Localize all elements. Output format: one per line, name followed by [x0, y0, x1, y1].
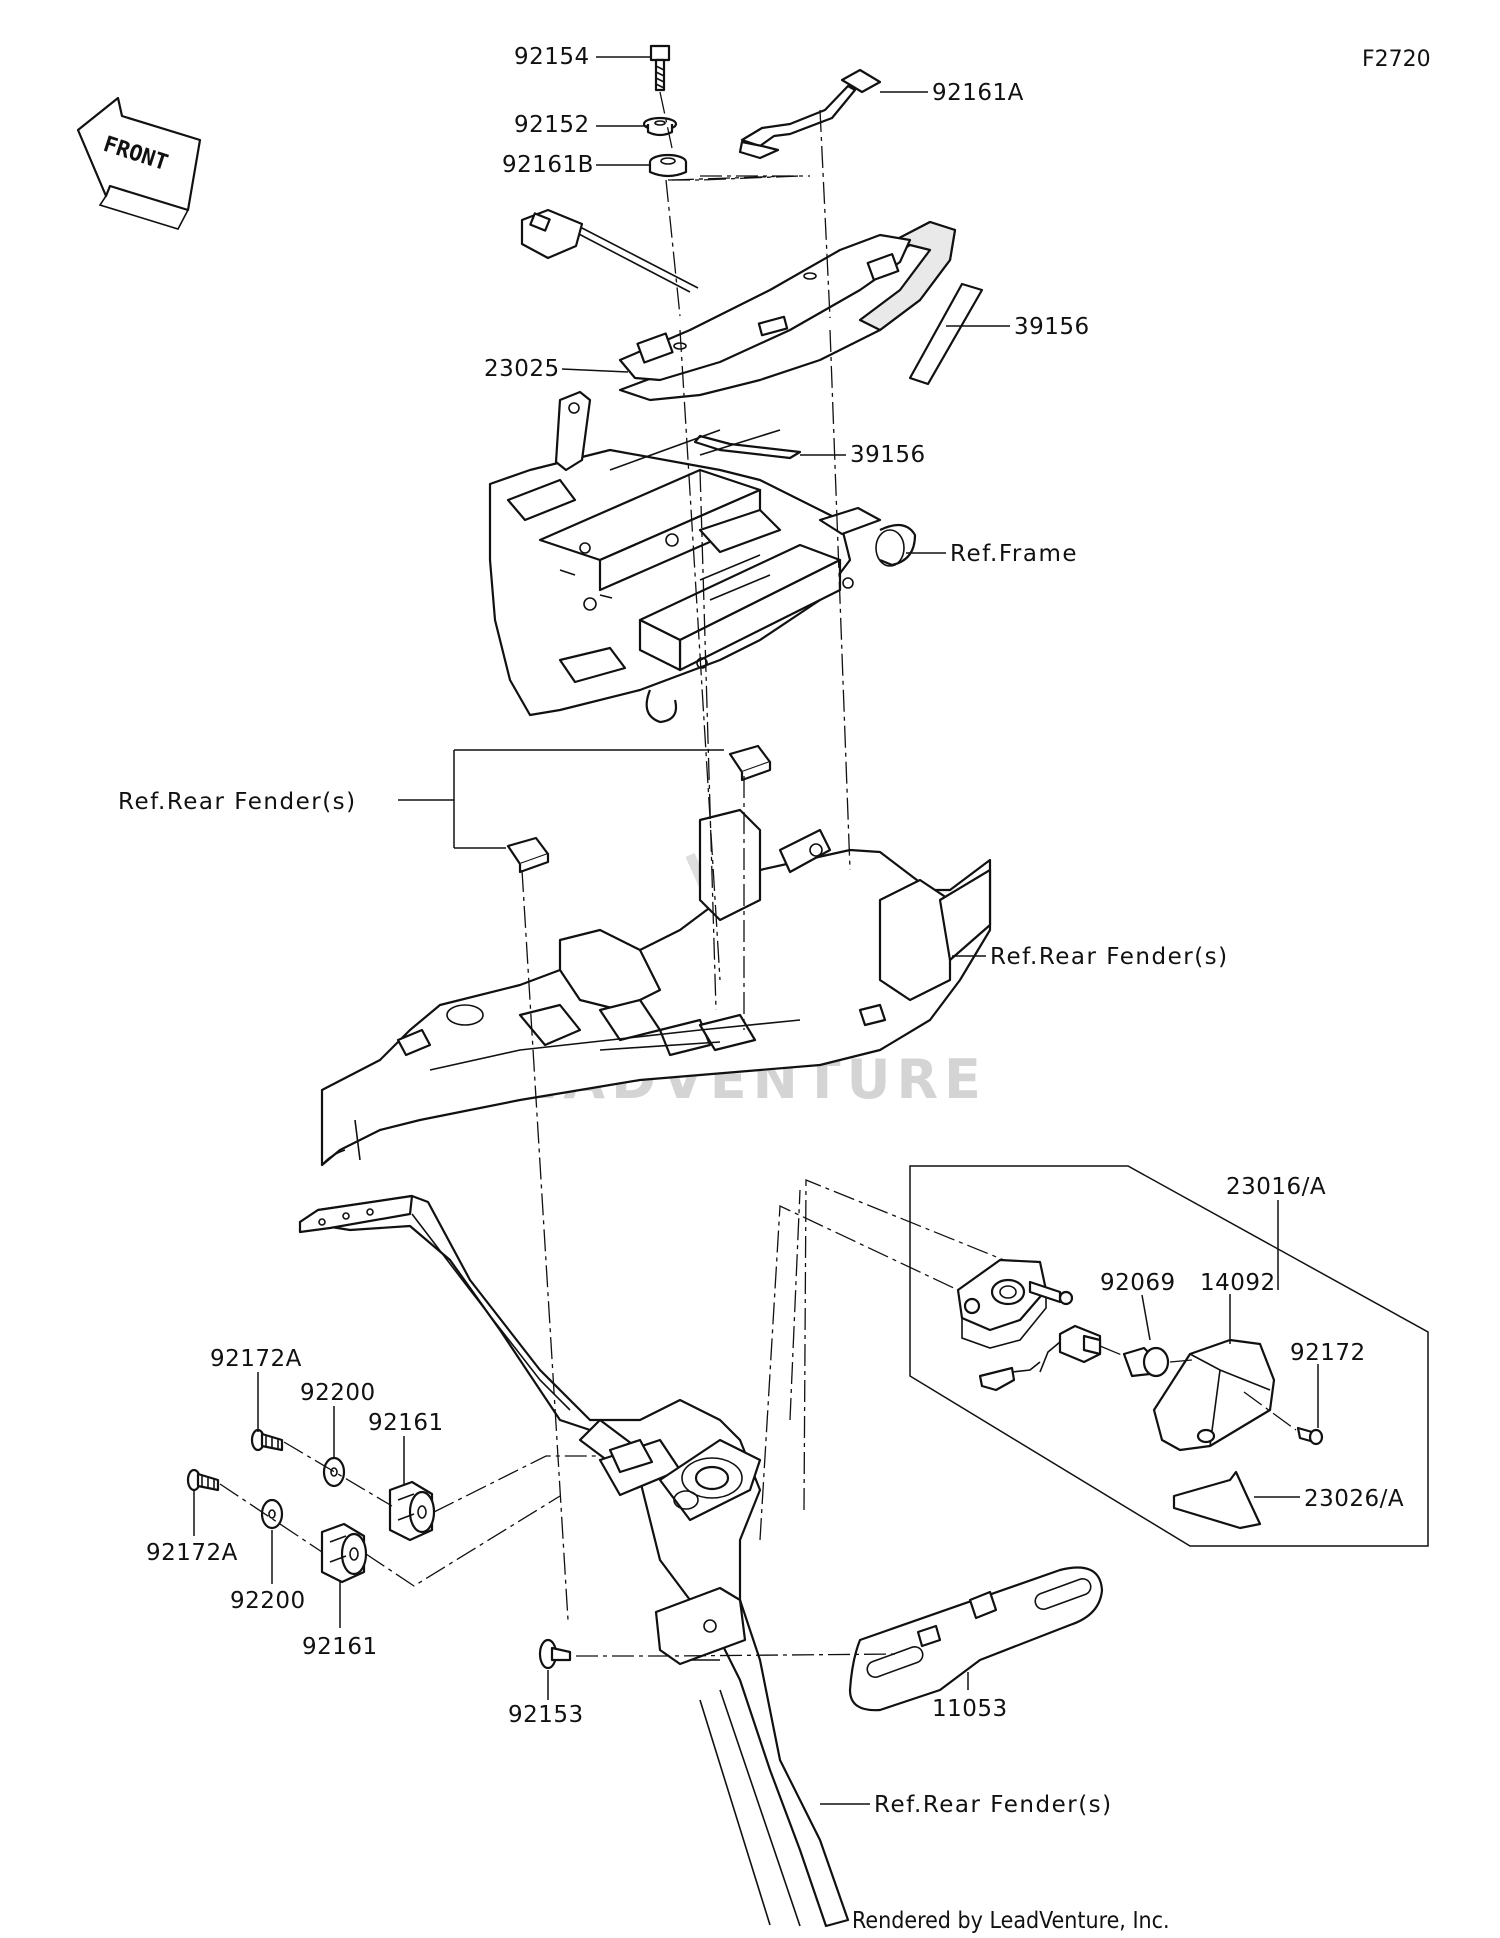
part-92161-grommet-1	[388, 1480, 436, 1542]
label-ref-rear-fender-1: Ref.Rear Fender(s)	[118, 789, 357, 815]
label-11053: 11053	[932, 1696, 1008, 1722]
label-14092: 14092	[1200, 1270, 1276, 1296]
label-39156-mid: 39156	[850, 442, 926, 468]
part-92153-screw	[538, 1638, 572, 1670]
label-39156-top: 39156	[1014, 314, 1090, 340]
part-92200-washer-2	[260, 1498, 284, 1530]
label-92152: 92152	[514, 112, 590, 138]
part-clip-nut-upper	[728, 744, 772, 782]
label-92161B: 92161B	[502, 152, 594, 178]
label-ref-rear-fender-2: Ref.Rear Fender(s)	[990, 944, 1229, 970]
front-arrow-icon: FRONT	[76, 96, 202, 230]
label-92153: 92153	[508, 1702, 584, 1728]
rear-fender-upper	[320, 808, 992, 1167]
label-23026A: 23026/A	[1304, 1486, 1404, 1512]
frame-assembly	[488, 390, 917, 724]
part-92152-collar	[642, 116, 678, 137]
part-23016A-license-light	[956, 1258, 1324, 1530]
part-39156-strip-right	[908, 282, 984, 386]
label-92200-1: 92200	[300, 1380, 376, 1406]
label-ref-rear-fender-3: Ref.Rear Fender(s)	[874, 1792, 1113, 1818]
leader-lines	[193, 56, 1429, 1805]
part-39156-strip-middle	[693, 434, 802, 460]
label-92161-1: 92161	[368, 1410, 444, 1436]
part-11053-bracket	[848, 1566, 1104, 1712]
label-92161-2: 92161	[302, 1634, 378, 1660]
label-92200-2: 92200	[230, 1588, 306, 1614]
label-92161A: 92161A	[932, 80, 1024, 106]
part-92172A-screw-1	[250, 1428, 284, 1452]
label-92172A-1: 92172A	[210, 1346, 302, 1372]
credit-text: Rendered by LeadVenture, Inc.	[852, 1908, 1170, 1934]
label-23025: 23025	[484, 356, 560, 382]
label-92172A-2: 92172A	[146, 1540, 238, 1566]
part-92154-bolt	[649, 44, 671, 92]
part-23025-taillight	[520, 208, 957, 402]
label-ref-frame: Ref.Frame	[950, 541, 1078, 567]
part-92200-washer-1	[322, 1456, 346, 1488]
label-92154: 92154	[514, 44, 590, 70]
figure-id: F2720	[1362, 47, 1431, 72]
part-clip-nut-lower	[506, 836, 550, 874]
label-23016A: 23016/A	[1226, 1174, 1326, 1200]
label-92069: 92069	[1100, 1270, 1176, 1296]
label-92172: 92172	[1290, 1340, 1366, 1366]
assembly-dashed-lines	[219, 91, 1297, 1657]
part-92161-grommet-2	[320, 1522, 368, 1584]
part-92161A-clip	[738, 68, 882, 160]
part-92161B-grommet	[648, 153, 688, 178]
part-92172A-screw-2	[186, 1468, 220, 1492]
rear-fender-lower-bracket	[298, 1194, 850, 1928]
